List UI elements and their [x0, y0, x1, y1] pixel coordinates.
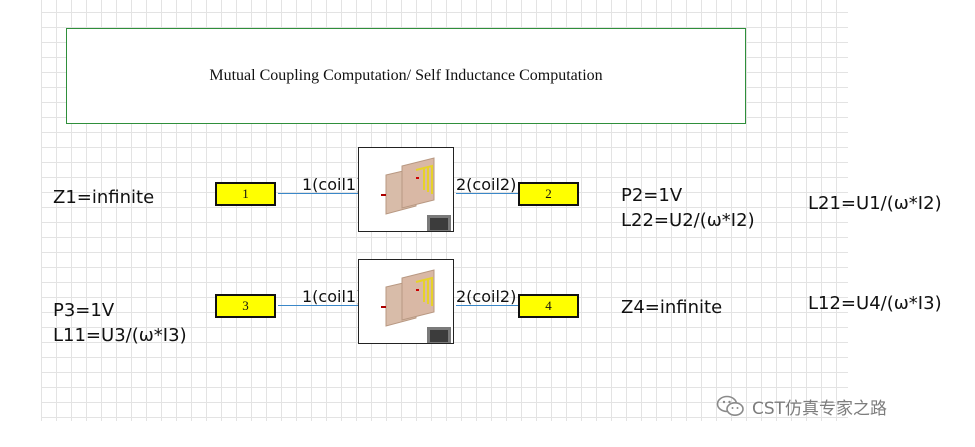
watermark: CST仿真专家之路: [716, 391, 887, 421]
canvas-margin-left: [0, 0, 41, 447]
wire-port1-block1: [278, 193, 358, 194]
port-3[interactable]: 3: [215, 294, 276, 318]
wire-label-coil2-bottom: 2(coil2): [456, 287, 517, 306]
canvas-margin-bottom: [0, 421, 975, 447]
port-4-label: 4: [545, 298, 552, 313]
coil-block-bottom[interactable]: [358, 259, 454, 344]
note-p2: P2=1V: [621, 185, 683, 206]
coil-block-top[interactable]: [358, 147, 454, 232]
port-2[interactable]: 2: [518, 182, 579, 206]
note-l12: L12=U4/(ω*I3): [808, 293, 942, 314]
note-l22: L22=U2/(ω*I2): [621, 210, 755, 231]
note-z1: Z1=infinite: [53, 187, 155, 208]
port-2-label: 2: [545, 186, 552, 201]
port-3-label: 3: [242, 298, 249, 313]
wire-label-coil1-bottom: 1(coil1): [302, 287, 363, 306]
port-1-label: 1: [242, 186, 249, 201]
wire-block1-port2: [456, 193, 518, 194]
port-4[interactable]: 4: [518, 294, 579, 318]
wire-block2-port4: [456, 305, 518, 306]
note-l11: L11=U3/(ω*I3): [53, 325, 187, 346]
coil-structure-icon: [381, 157, 451, 231]
wire-label-coil2-top: 2(coil2): [456, 175, 517, 194]
canvas-margin-right: [848, 0, 975, 447]
watermark-text: CST仿真专家之路: [752, 398, 888, 419]
port-1[interactable]: 1: [215, 182, 276, 206]
wire-label-coil1-top: 1(coil1): [302, 175, 363, 194]
note-l21: L21=U1/(ω*I2): [808, 193, 942, 214]
title-annotation-box[interactable]: Mutual Coupling Computation/ Self Induct…: [66, 28, 746, 124]
title-text: Mutual Coupling Computation/ Self Induct…: [209, 67, 603, 84]
coil-structure-icon: [381, 269, 451, 343]
note-z4: Z4=infinite: [621, 297, 723, 318]
note-p3: P3=1V: [53, 300, 115, 321]
wire-port3-block2: [278, 305, 358, 306]
wechat-icon: [716, 395, 744, 416]
